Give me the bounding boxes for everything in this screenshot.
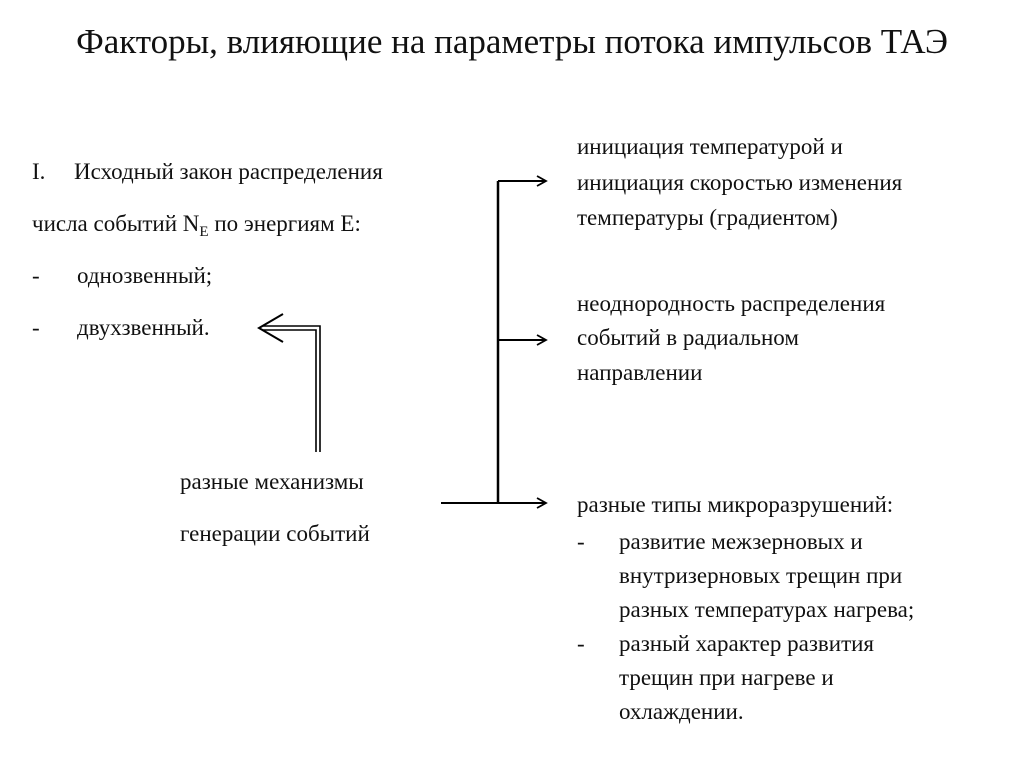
right-block1-line: инициация скоростью изменения (577, 170, 903, 195)
left-item-dash: - (32, 315, 40, 340)
slide-title: Факторы, влияющие на параметры потока им… (76, 22, 948, 61)
right-block2-line: неоднородность распределения (577, 291, 886, 316)
right-block3-line: внутризерновых трещин при (619, 563, 903, 588)
right-block3-line: развитие межзерновых и (619, 529, 863, 554)
left-item-dash: - (32, 263, 40, 288)
right-block1-line: температуры (градиентом) (577, 205, 838, 230)
center-line2: генерации событий (180, 521, 370, 546)
right-block2-line: направлении (577, 360, 703, 385)
right-block3-title: разные типы микроразрушений: (577, 492, 894, 517)
right-block3-line: разный характер развития (619, 631, 875, 656)
left-item-text: двухзвенный. (77, 315, 210, 340)
right-block1-line: инициация температурой и (577, 134, 843, 159)
right-block3-line: трещин при нагреве и (619, 665, 834, 690)
left-heading-line1: Исходный закон распределения (74, 159, 383, 184)
left-heading-line2-post: по энергиям Е: (208, 211, 361, 236)
left-heading-line2: числа событий NE по энергиям Е: (32, 208, 361, 248)
left-item-text: однозвенный; (77, 263, 213, 288)
left-item: - двухзвенный. (32, 312, 210, 344)
arrowhead-left (257, 313, 284, 343)
right-block3-line: разных температурах нагрева; (619, 597, 915, 622)
right-block3-dash: - (577, 529, 585, 554)
branch-connector (441, 175, 548, 509)
energy-subscript: E (199, 224, 209, 240)
left-item: - однозвенный; (32, 260, 212, 292)
right-block2-line: событий в радиальном (577, 325, 799, 350)
right-block3-line: охлаждении. (619, 699, 744, 724)
left-heading-num: I. (32, 159, 46, 184)
double-arrow-connector (257, 313, 321, 452)
center-line1: разные механизмы (180, 469, 364, 494)
left-heading-line2-pre: числа событий N (32, 211, 200, 236)
right-block3-dash: - (577, 631, 585, 656)
